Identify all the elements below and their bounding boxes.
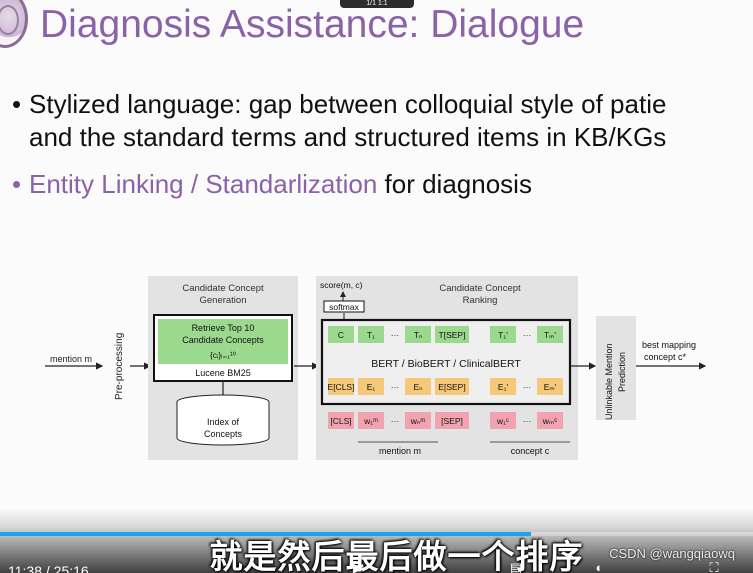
progress-fill <box>0 532 531 536</box>
index-db-body <box>176 402 270 446</box>
output-token-box <box>537 326 563 343</box>
bullet2-rest: for diagnosis <box>377 169 532 199</box>
volume-icon[interactable]: ◖ <box>594 560 602 573</box>
softmax-box <box>323 300 365 313</box>
retrieve-top10-box <box>158 319 288 364</box>
lucene-label: Lucene BM25 <box>195 368 251 378</box>
best-mapping-line2: concept c* <box>644 352 687 362</box>
csdn-watermark: CSDN @wangqiaowq <box>609 546 735 561</box>
retrieve-line1: Retrieve Top 10 <box>192 323 255 333</box>
bullet-dot: • <box>12 89 22 119</box>
subtitle-toggle-icon[interactable]: ▤ <box>509 560 523 573</box>
input-token-box <box>435 412 469 429</box>
university-logo-icon <box>0 0 28 48</box>
subtitle-caption: 就是然后最后做一个排序 <box>209 538 584 573</box>
embedding-token-box <box>490 378 516 395</box>
output-token-box <box>358 326 384 343</box>
embedding-token-row: E[CLS] E₁ ··· Eₙ E[SEP] E₁' ··· Eₘ' <box>328 378 563 395</box>
output-token-label: ··· <box>391 330 400 340</box>
input-token-label: [SEP] <box>441 416 463 426</box>
embedding-token-label: E₁' <box>498 382 509 392</box>
bullet-entity-linking: • Entity Linking / Standarlization for d… <box>12 168 753 201</box>
play-icon[interactable]: ▶ <box>353 560 363 573</box>
input-mention-label: mention m <box>50 354 92 364</box>
index-line2: Concepts <box>204 429 243 439</box>
output-token-label: T₁' <box>498 330 508 340</box>
output-token-box <box>435 326 469 343</box>
input-token-label: ··· <box>523 416 532 426</box>
retrieve-line2: Candidate Concepts <box>182 335 264 345</box>
embedding-token-label: ··· <box>391 382 400 392</box>
unlinkable-line2: Prediction <box>617 352 627 392</box>
output-token-label: C <box>338 330 344 340</box>
input-token-box <box>328 412 354 429</box>
embedding-token-box <box>358 378 384 395</box>
bullet1-line2: and the standard terms and structured it… <box>29 122 667 152</box>
input-token-box <box>537 412 563 429</box>
time-display: 11:38 / 25:16 <box>8 563 89 573</box>
embedding-token-box <box>537 378 563 395</box>
bullet-stylized-language: • Stylized language: gap between colloqu… <box>12 88 753 154</box>
retrieve-line3: {cᵢ}ᵢ₌₁¹⁰ <box>210 350 237 360</box>
mention-bracket-label: mention m <box>379 446 421 456</box>
unlinkable-line1: Unlinkable Mention <box>604 343 614 420</box>
input-token-box <box>405 412 431 429</box>
bullet-list: • Stylized language: gap between colloqu… <box>12 88 753 201</box>
output-token-label: Tₙ <box>414 330 423 340</box>
bullet2-highlight: Entity Linking / Standarlization <box>29 169 378 199</box>
preprocessing-label: Pre-processing <box>114 333 125 400</box>
embedding-token-box <box>405 378 431 395</box>
bullet1-line1: Stylized language: gap between colloquia… <box>29 89 667 119</box>
player-overlay <box>0 508 753 573</box>
bert-label: BERT / BioBERT / ClinicalBERT <box>371 358 521 370</box>
embedding-token-label: E[SEP] <box>438 382 465 392</box>
index-line1: Index of <box>207 417 240 427</box>
diagram-svg: mention m Pre-processing Candidate Conce… <box>45 276 707 460</box>
output-token-label: T₁ <box>367 330 375 340</box>
entity-linking-diagram: mention m Pre-processing Candidate Conce… <box>40 270 730 470</box>
embedding-token-box <box>435 378 469 395</box>
output-token-box <box>328 326 354 343</box>
ccg-title-line2: Generation <box>199 295 246 306</box>
input-token-row: [CLS] w₁ᵐ ··· wₙᵐ [SEP] w₁ᶜ ··· wₘᶜ <box>328 412 563 429</box>
embedding-token-label: E₁ <box>367 382 376 392</box>
slide-title: Diagnosis Assistance: Dialogue <box>40 3 585 46</box>
fullscreen-icon[interactable]: ⛶ <box>709 560 719 573</box>
input-token-label: w₁ᵐ <box>363 416 378 426</box>
best-mapping-line1: best mapping <box>642 340 696 350</box>
input-token-label: ··· <box>391 416 400 426</box>
bullet-dot: • <box>12 169 22 199</box>
output-token-row: C T₁ ··· Tₙ T[SEP] T₁' ··· Tₘ' <box>328 326 563 343</box>
input-token-label: wₙᵐ <box>410 416 426 426</box>
output-token-box <box>405 326 431 343</box>
ccr-title-line2: Ranking <box>463 295 498 306</box>
embedding-token-label: E[CLS] <box>328 382 355 392</box>
input-token-label: wₘᶜ <box>542 416 557 426</box>
embedding-token-label: ··· <box>523 382 532 392</box>
input-token-label: [CLS] <box>330 416 351 426</box>
logo-inner-ring <box>0 5 19 35</box>
ccr-title-line1: Candidate Concept <box>439 283 521 294</box>
embedding-token-box <box>328 378 354 395</box>
unlinkable-panel <box>596 316 636 420</box>
top-badge: 1/1 1:1 <box>340 0 414 8</box>
embedding-token-label: Eₘ' <box>544 382 557 392</box>
output-token-label: Tₘ' <box>544 330 556 340</box>
concept-bracket-label: concept c <box>511 446 550 456</box>
output-token-label: T[SEP] <box>439 330 466 340</box>
embedding-token-label: Eₙ <box>413 382 423 392</box>
input-token-label: w₁ᶜ <box>496 416 509 426</box>
output-token-box <box>490 326 516 343</box>
input-token-box <box>358 412 384 429</box>
output-token-label: ··· <box>523 330 532 340</box>
score-label: score(m, c) <box>320 280 363 290</box>
softmax-label: softmax <box>329 302 360 312</box>
input-token-box <box>490 412 516 429</box>
ccg-title-line1: Candidate Concept <box>182 283 264 294</box>
